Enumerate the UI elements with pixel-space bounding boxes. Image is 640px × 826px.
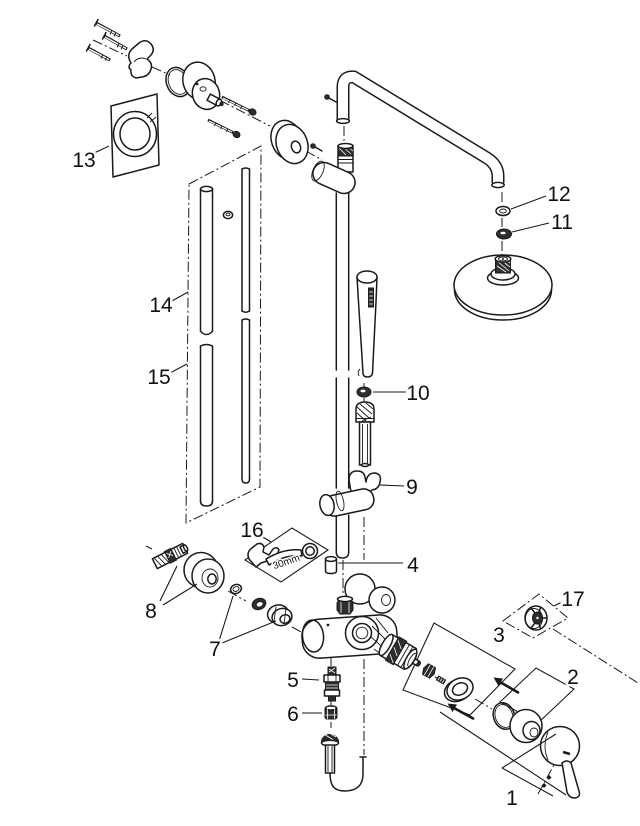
callout-7-label: 7 xyxy=(209,638,221,661)
cap-4 xyxy=(324,555,338,575)
rail-o-ring xyxy=(222,210,234,220)
nipple-8 xyxy=(151,542,189,570)
olive-7 xyxy=(251,597,267,611)
nut-6 xyxy=(324,705,338,720)
callout-9-leader xyxy=(378,484,405,487)
arm-set-screw xyxy=(324,94,337,103)
cartridge-screw xyxy=(447,703,475,721)
mixer-top-nut xyxy=(336,595,354,615)
callout-11-label: 11 xyxy=(551,211,573,234)
callout-1-label: 1 xyxy=(506,787,518,810)
callout-13-leader xyxy=(91,145,110,155)
wrench xyxy=(247,542,319,568)
callout-5-leader xyxy=(301,678,320,681)
o-ring-10 xyxy=(356,386,372,398)
escutcheon-plate xyxy=(110,93,160,178)
callout-10-label: 10 xyxy=(406,382,429,405)
union-screws xyxy=(207,95,257,139)
callout-2-label: 2 xyxy=(567,666,579,689)
escutcheon-8 xyxy=(183,551,225,594)
callout-16-leader xyxy=(260,535,272,543)
callout-9-label: 9 xyxy=(406,476,418,499)
callout-1-leader xyxy=(439,711,567,796)
wall-bracket xyxy=(128,40,154,79)
projection-lines xyxy=(370,617,391,662)
callout-14-label: 14 xyxy=(149,294,173,317)
screw xyxy=(207,118,241,139)
hand-shower xyxy=(356,270,378,378)
callout-15-leader xyxy=(169,363,188,374)
lever-handle xyxy=(539,725,581,799)
round-escutcheon xyxy=(270,119,309,165)
hose-connector xyxy=(320,729,340,774)
callout-7-leader xyxy=(218,595,277,644)
cartridge-nut xyxy=(421,663,437,679)
glide-rail-15 xyxy=(241,167,251,484)
hose-nut xyxy=(355,401,375,468)
head-shower xyxy=(453,254,553,321)
retaining-ring xyxy=(443,677,474,703)
o-ring-11 xyxy=(496,228,512,240)
nut-7 xyxy=(266,604,293,627)
cap-2 xyxy=(509,708,543,744)
callout-3-label: 3 xyxy=(493,624,505,647)
screw xyxy=(221,95,257,116)
callout-13-label: 13 xyxy=(72,149,95,172)
callout-11-leader xyxy=(511,222,550,233)
callout-8-label: 8 xyxy=(145,600,157,623)
wall-union xyxy=(182,61,224,111)
t-connector xyxy=(311,160,356,195)
limiter-wheel xyxy=(524,605,548,631)
mixer-body xyxy=(301,573,398,659)
callout-1-bracket xyxy=(501,733,557,797)
t-connector-nipple xyxy=(337,142,354,173)
callout-6-label: 6 xyxy=(287,703,299,726)
cartridge-box xyxy=(402,622,516,716)
set-screw xyxy=(541,783,547,788)
callout-12-label: 12 xyxy=(547,183,570,206)
hand-shower-grip xyxy=(368,287,374,308)
rail-kit-boundary xyxy=(185,145,262,524)
callout-16-label: 16 xyxy=(240,519,263,542)
shower-hose xyxy=(329,756,367,792)
callout-5-label: 5 xyxy=(287,669,299,692)
cartridge-screw xyxy=(493,677,520,695)
callout-17-label: 17 xyxy=(561,588,584,611)
riser-rail xyxy=(335,192,350,559)
screw xyxy=(101,31,128,51)
screw xyxy=(85,43,111,62)
o-ring-7 xyxy=(229,583,243,595)
glide-rail-14 xyxy=(199,185,214,507)
check-valve-5 xyxy=(323,666,341,702)
callout-labels: 1 2 3 4 5 6 7 8 9 10 11 12 13 14 15 16 1… xyxy=(70,147,587,813)
set-screw xyxy=(546,775,552,780)
mixer-outlet-port xyxy=(344,615,380,651)
limiter-boundary xyxy=(502,593,569,639)
mounting-screws xyxy=(85,18,128,62)
callout-4-label: 4 xyxy=(407,554,419,577)
washer-12 xyxy=(495,205,511,217)
slider-holder xyxy=(319,470,382,517)
callout-12-leader xyxy=(510,195,547,210)
cartridge xyxy=(378,633,520,721)
callout-8-leader xyxy=(159,565,198,606)
shower-arm xyxy=(335,70,505,189)
o-ring-2 xyxy=(492,702,516,730)
cartridge-stud xyxy=(435,675,447,685)
wrench-box xyxy=(243,527,330,583)
t-set-screw xyxy=(310,143,323,152)
callout-17-leader xyxy=(553,601,563,607)
screw xyxy=(93,18,121,38)
callout-14-leader xyxy=(171,291,189,302)
callout-15-label: 15 xyxy=(147,366,170,389)
leader-lines xyxy=(91,145,567,797)
